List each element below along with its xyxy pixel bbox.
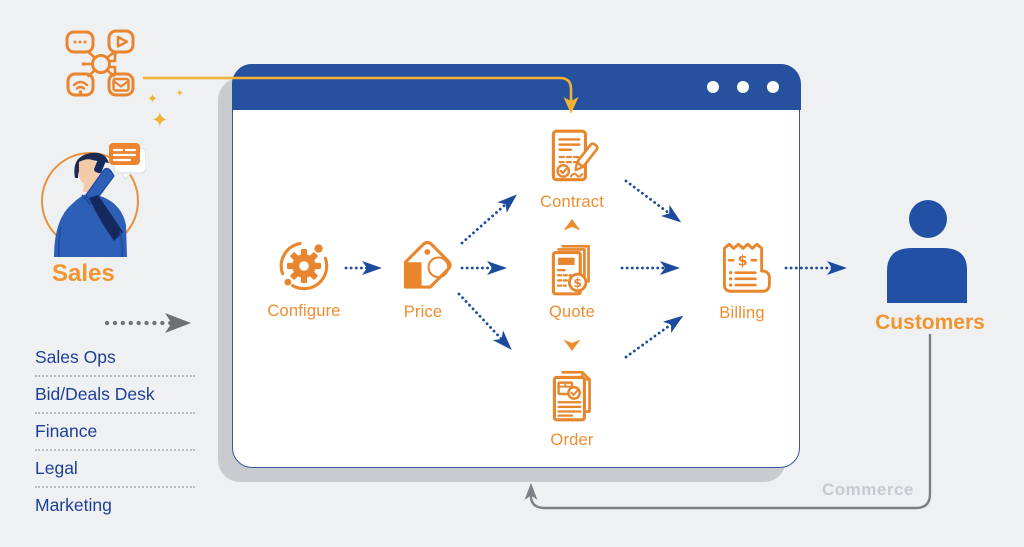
window-control-dot: [736, 80, 749, 93]
browser-titlebar: [231, 63, 801, 110]
sparkle-icon: ✦: [151, 109, 169, 132]
billing-node: $ Billing: [687, 237, 797, 323]
sales-heading: Sales: [52, 260, 115, 287]
sparkle-icon: ✦: [176, 88, 184, 98]
order-document-icon: [552, 370, 591, 422]
contract-node: Contract: [517, 126, 627, 212]
contract-document-icon: [551, 129, 599, 182]
customers-heading: Customers: [875, 311, 985, 334]
quote-label: Quote: [549, 303, 595, 321]
department-list: Sales Ops Bid/Deals Desk Finance Legal M…: [35, 340, 195, 523]
ai-hub-icon: [65, 29, 135, 97]
commerce-label: Commerce: [822, 480, 914, 499]
configure-node: Configure: [249, 235, 359, 321]
billing-label: Billing: [719, 304, 765, 322]
configure-gear-icon: [279, 242, 329, 291]
contract-label: Contract: [540, 193, 604, 211]
department-item: Sales Ops: [35, 340, 195, 377]
svg-text:$: $: [573, 275, 582, 290]
order-label: Order: [550, 431, 594, 449]
customers-person-icon: [887, 200, 967, 303]
department-item: Finance: [35, 414, 195, 451]
price-tag-icon: [403, 240, 452, 289]
salesperson-illustration: [41, 143, 146, 257]
price-label: Price: [403, 303, 443, 321]
window-control-dot: [706, 80, 719, 93]
billing-receipt-icon: $: [722, 242, 771, 293]
svg-text:$: $: [737, 253, 747, 269]
order-node: Order: [517, 364, 627, 450]
department-item: Marketing: [35, 495, 112, 515]
quote-node: $ Quote: [517, 236, 627, 322]
department-item: Bid/Deals Desk: [35, 377, 195, 414]
window-control-dot: [766, 80, 779, 93]
configure-label: Configure: [267, 302, 341, 320]
department-item: Legal: [35, 451, 195, 488]
window-controls: [706, 80, 779, 93]
sparkle-icon: ✦: [147, 91, 158, 106]
price-node: Price: [368, 236, 478, 322]
quote-document-icon: $: [551, 244, 590, 296]
